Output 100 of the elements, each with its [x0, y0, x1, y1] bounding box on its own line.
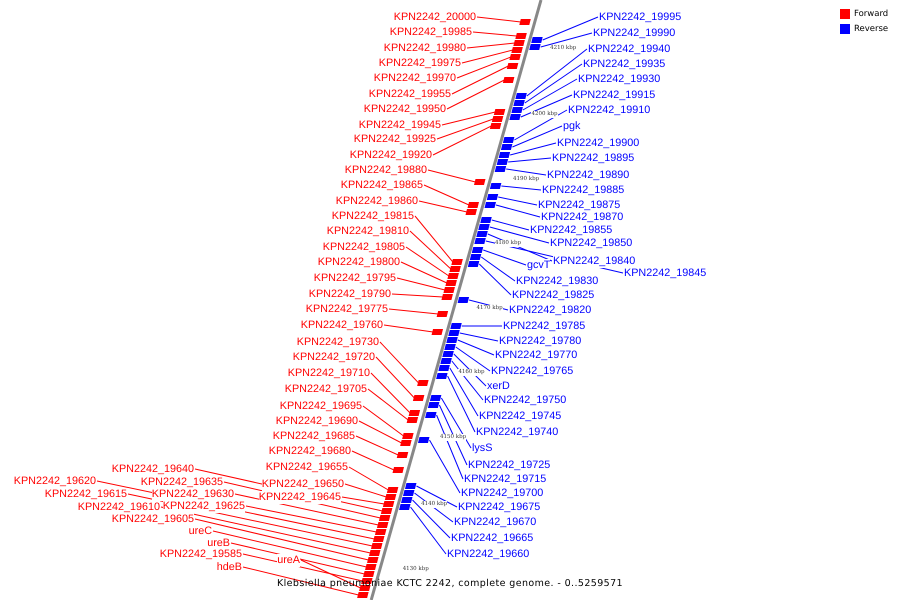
gene-label: KPN2242_19650	[262, 478, 344, 490]
leader-line	[482, 250, 526, 266]
gene-block	[370, 543, 382, 549]
leader-line	[416, 486, 458, 508]
gene-label: KPN2242_19885	[542, 184, 624, 196]
leader-line	[396, 278, 446, 290]
leader-line	[462, 50, 514, 64]
gene-label: KPN2242_19875	[538, 198, 620, 212]
gene-label: KPN2242_19840	[553, 254, 636, 268]
gene-block	[384, 494, 396, 500]
gene-label: KPN2242_19625	[162, 500, 245, 512]
gene-block	[402, 433, 414, 439]
leader-line	[342, 496, 385, 504]
gene-block	[494, 166, 506, 172]
leader-line	[540, 32, 592, 48]
gene-label: KPN2242_19645	[258, 490, 341, 504]
leader-line	[352, 450, 394, 470]
gene-block	[404, 483, 416, 489]
gene-block	[401, 497, 412, 503]
leader-line	[476, 16, 522, 22]
gene-block	[511, 47, 523, 53]
gene-block	[509, 114, 521, 120]
gene-block	[468, 261, 480, 267]
gene-block	[513, 40, 525, 46]
leader-line	[246, 506, 377, 532]
gene-label: KPN2242_19995	[599, 10, 682, 24]
gene-block	[430, 395, 442, 401]
gene-label: KPN2242_19685	[272, 430, 355, 442]
leader-line	[472, 32, 518, 36]
gene-block	[357, 592, 369, 598]
leader-line	[466, 42, 516, 48]
leader-line	[362, 406, 404, 436]
gene-label: KPN2242_19815	[332, 210, 414, 222]
gene-block	[502, 77, 514, 83]
leader-line	[459, 332, 498, 342]
leader-line	[520, 94, 572, 118]
gene-block	[490, 183, 502, 189]
gene-label: KPN2242_19865	[340, 178, 423, 192]
gene-label: KPN2242_19895	[552, 152, 634, 164]
gene-label: KPN2242_19760	[300, 318, 383, 332]
leader-line	[392, 294, 444, 298]
gene-label: KPN2242_19820	[509, 304, 592, 316]
leader-line	[455, 346, 490, 372]
leader-line	[400, 262, 448, 284]
gene-block	[363, 571, 375, 577]
leader-line	[452, 66, 509, 94]
leader-line	[436, 118, 494, 140]
gene-label: KPN2242_19695	[280, 400, 362, 412]
gene-block	[440, 358, 452, 364]
leader-line	[451, 360, 484, 400]
gene-block	[392, 467, 404, 473]
leader-line	[442, 112, 496, 126]
gene-block	[467, 202, 479, 208]
gene-block	[374, 529, 386, 535]
gene-block	[406, 417, 418, 423]
leader-line	[489, 226, 550, 244]
leader-line	[358, 420, 402, 444]
leader-line	[512, 126, 562, 148]
gene-label: KPN2242_19775	[306, 302, 388, 316]
gene-label: KPN2242_19890	[547, 168, 630, 182]
gene-block	[474, 179, 486, 185]
gene-label: KPN2242_19795	[314, 272, 396, 284]
gene-block	[386, 487, 398, 493]
leader-line	[194, 518, 370, 560]
gene-label: KPN2242_19900	[557, 136, 640, 150]
gene-label: gcvT	[527, 258, 550, 272]
gene-label: KPN2242_19945	[358, 118, 441, 132]
gene-label: KPN2242_19805	[322, 240, 405, 254]
gene-label: KPN2242_19970	[374, 72, 456, 84]
leader-line	[438, 404, 468, 466]
gene-block	[442, 351, 454, 357]
gene-block	[466, 209, 477, 215]
leader-line	[406, 246, 450, 276]
gene-block	[449, 266, 461, 272]
leader-line	[456, 56, 512, 78]
gene-label: KPN2242_19610	[78, 500, 160, 514]
gene-block	[428, 402, 440, 408]
gene-block	[418, 437, 430, 443]
gene-label: KPN2242_19930	[578, 72, 660, 86]
gene-label: KPN2242_19765	[491, 364, 574, 378]
gene-block	[436, 373, 448, 379]
gene-label: KPN2242_19955	[368, 88, 451, 100]
gene-label: KPN2242_19585	[160, 548, 242, 560]
gene-label: KPN2242_19655	[266, 460, 348, 474]
leader-line	[440, 398, 472, 448]
gene-label: KPN2242_19915	[573, 88, 656, 102]
leader-line	[506, 168, 546, 176]
gene-block	[369, 550, 380, 556]
gene-label: KPN2242_19680	[268, 444, 351, 458]
leader-line	[410, 230, 452, 270]
gene-block	[472, 247, 484, 253]
gene-block	[490, 123, 502, 129]
leader-line	[230, 542, 366, 574]
gene-label: KPN2242_19730	[296, 336, 379, 348]
gene-block	[447, 273, 459, 279]
gene-block	[476, 231, 488, 237]
leader-line	[522, 78, 578, 110]
leader-line	[380, 342, 420, 384]
gene-label: KPN2242_19715	[464, 472, 546, 486]
leader-line	[242, 554, 364, 582]
